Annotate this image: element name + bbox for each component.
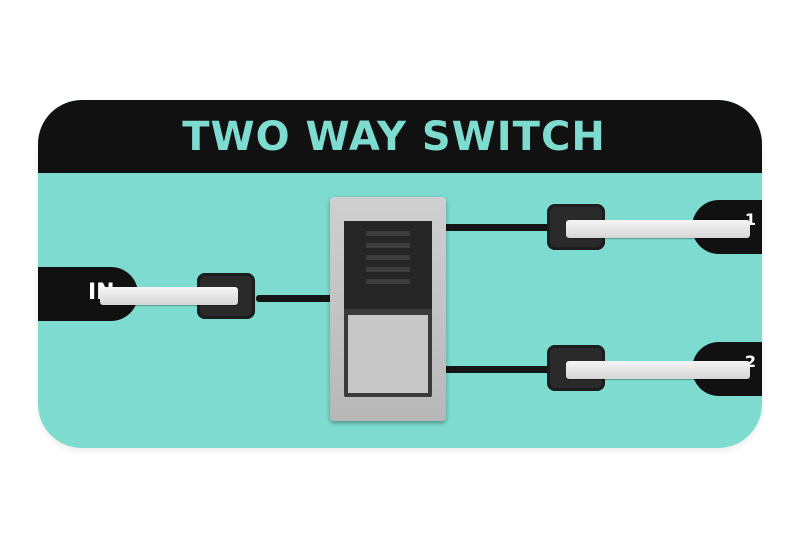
switch-board: TWO WAY SWITCH IN 1 2 (38, 100, 762, 448)
page-title: TWO WAY SWITCH (182, 113, 606, 160)
output-2-port-label: 2 (744, 352, 756, 371)
output-1-lead (566, 220, 750, 238)
switch-lower-face (348, 315, 428, 393)
lever-ridge (366, 279, 410, 284)
input-wire (256, 295, 334, 302)
switch-window (344, 221, 432, 397)
input-lead (100, 287, 238, 305)
output-2-lead (566, 361, 750, 379)
title-bar: TWO WAY SWITCH (38, 100, 762, 173)
switch-lever[interactable] (344, 221, 432, 309)
output-1-port-label: 1 (744, 210, 756, 229)
lever-ridge (366, 231, 410, 236)
lever-ridge (366, 267, 410, 272)
toggle-switch[interactable] (330, 197, 446, 421)
output-2-wire (442, 366, 552, 373)
output-1-wire (442, 224, 552, 231)
lever-ridge (366, 255, 410, 260)
lever-ridge (366, 243, 410, 248)
